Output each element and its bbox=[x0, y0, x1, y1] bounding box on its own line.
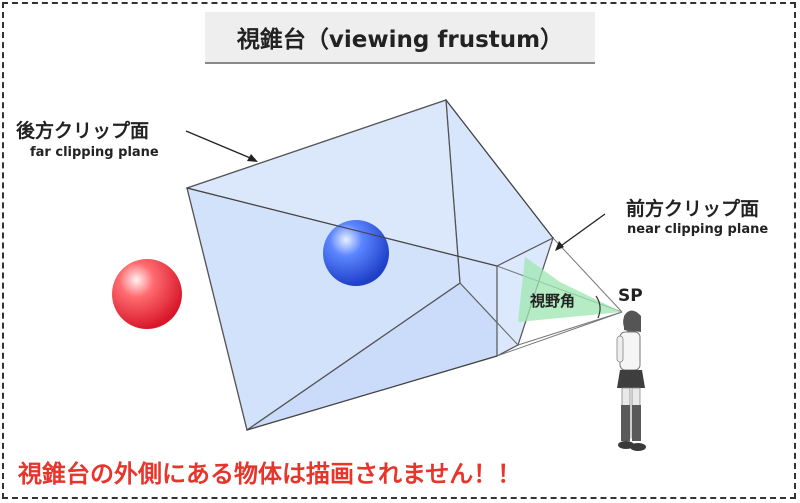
title-banner: 視錐台（viewing frustum） bbox=[205, 12, 595, 62]
frustum-edge bbox=[186, 187, 498, 267]
warning-message: 視錐台の外側にある物体は描画されません！！ bbox=[18, 460, 522, 488]
page-title: 視錐台（viewing frustum） bbox=[236, 27, 564, 53]
viewpoint-label: SP bbox=[618, 286, 643, 306]
far-plane-pointer-arrowhead bbox=[247, 154, 258, 162]
far-plane-pointer bbox=[185, 130, 256, 161]
viewer-figure bbox=[616, 310, 646, 451]
near-plane-pointer bbox=[557, 213, 606, 249]
inside-sphere bbox=[323, 220, 389, 286]
far-plane-label-jp: 後方クリップ面 bbox=[16, 120, 150, 142]
fov-label: 視野角 bbox=[530, 292, 576, 310]
frustum-edge bbox=[246, 355, 498, 431]
near-plane-label-en: near clipping plane bbox=[627, 222, 769, 237]
fov-arc bbox=[595, 295, 601, 319]
near-plane-label-jp: 前方クリップ面 bbox=[626, 198, 760, 220]
near-plane-pointer-arrowhead bbox=[555, 241, 564, 251]
outside-sphere bbox=[112, 259, 182, 329]
field-of-view-wedge bbox=[518, 257, 622, 322]
frustum-edge bbox=[445, 99, 554, 239]
frustum-edge bbox=[459, 282, 519, 346]
sight-line bbox=[496, 311, 623, 357]
far-plane-label-en: far clipping plane bbox=[30, 145, 159, 160]
sight-line bbox=[517, 311, 623, 346]
sight-line bbox=[552, 237, 623, 313]
